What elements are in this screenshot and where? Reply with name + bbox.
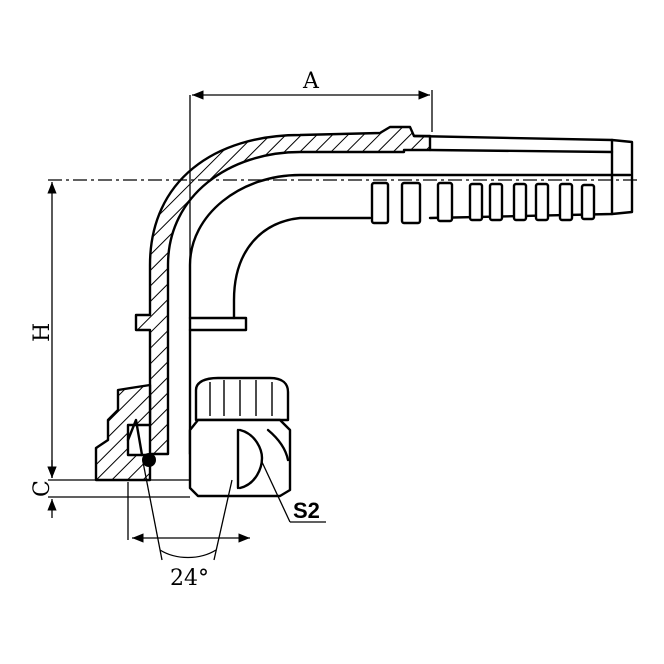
elbow-section-wall <box>134 125 432 456</box>
hose-tail <box>370 134 634 225</box>
dimension-c: C <box>30 460 190 518</box>
dimension-h-label: H <box>30 323 55 342</box>
swivel-nut-exterior <box>188 376 292 498</box>
angle-dimension: 24° <box>142 461 233 591</box>
barb-rings <box>370 181 596 225</box>
seat-cone <box>126 418 144 457</box>
dimension-a: A <box>189 69 433 460</box>
elbow-bore <box>188 173 632 456</box>
hex-size-label: S2 <box>293 498 320 523</box>
dimension-a-label: A <box>302 69 320 94</box>
seat-diameter-dimension <box>127 482 250 543</box>
dimension-c-label: C <box>30 480 55 497</box>
hex-size-callout: S2 <box>261 461 326 523</box>
dimension-h: H <box>30 179 640 478</box>
swivel-nut-section <box>94 383 152 482</box>
o-ring <box>142 453 156 467</box>
angle-label: 24° <box>170 566 209 591</box>
